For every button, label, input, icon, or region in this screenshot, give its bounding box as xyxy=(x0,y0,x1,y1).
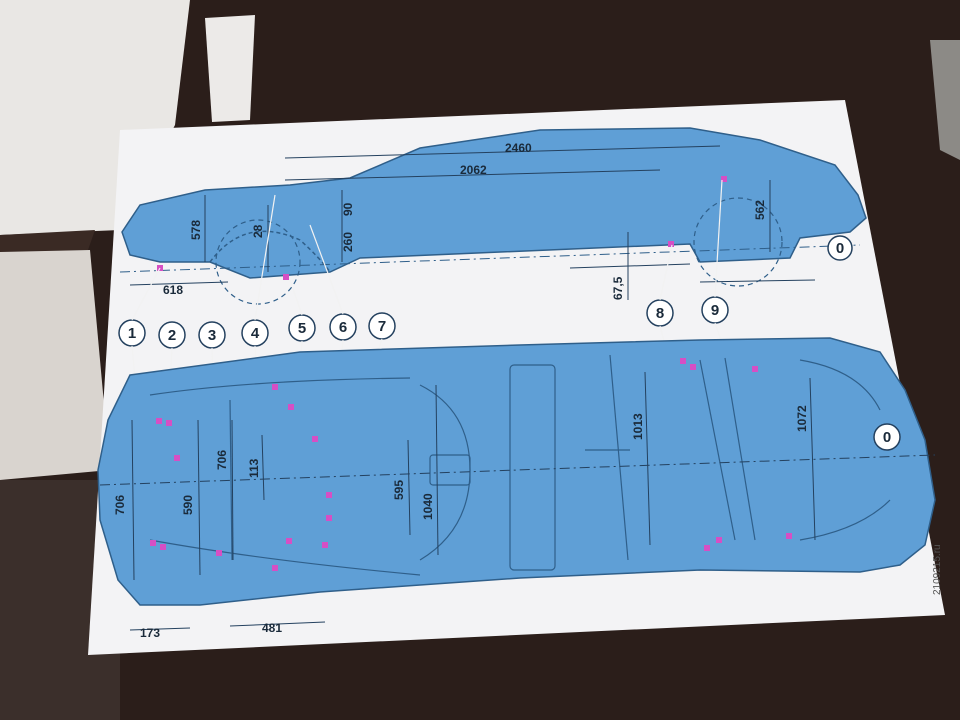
dim-line-2460 xyxy=(284,145,721,159)
callout-6-label: 6 xyxy=(339,319,347,336)
rear-wheel-outline xyxy=(693,197,783,287)
corner-object xyxy=(930,40,960,160)
ground-line-right xyxy=(699,279,816,283)
marker xyxy=(752,366,758,372)
marker xyxy=(326,492,332,498)
marker xyxy=(680,358,686,364)
underbody-dim-lines xyxy=(129,371,816,631)
callout-3-label: 3 xyxy=(208,327,216,344)
car-underbody xyxy=(97,337,936,606)
callout-2: 2 xyxy=(158,321,186,349)
dim-90: 90 xyxy=(341,202,355,216)
callout-9: 9 xyxy=(701,296,729,324)
dim-595: 595 xyxy=(392,480,406,500)
underbody-datum-label: 0 xyxy=(883,429,891,446)
callout-7-label: 7 xyxy=(378,318,386,335)
dim-260: 260 xyxy=(341,232,355,252)
callout-4-label: 4 xyxy=(251,325,260,342)
underbody-datum-marker xyxy=(873,423,901,451)
dim-67-5: 67,5 xyxy=(611,276,625,300)
dim-2062: 2062 xyxy=(460,163,487,177)
callout-3: 3 xyxy=(198,321,226,349)
side-view: 2460 2062 578 28 90 260 618 67,5 562 0 xyxy=(119,127,867,305)
callout-5: 5 xyxy=(288,314,316,342)
shelf-panel-lower xyxy=(0,250,110,480)
callouts: 1 2 3 4 5 6 7 8 9 xyxy=(118,296,729,349)
dim-113: 113 xyxy=(247,458,261,478)
dim-562: 562 xyxy=(753,200,767,220)
underbody-markers xyxy=(150,358,792,571)
watermark: 2109215.ru xyxy=(932,544,943,595)
marker xyxy=(272,384,278,390)
callout-1: 1 xyxy=(118,319,146,347)
marker xyxy=(216,550,222,556)
marker xyxy=(786,533,792,539)
callout-2-label: 2 xyxy=(168,327,176,344)
dim-590: 590 xyxy=(181,495,195,515)
car-side-body xyxy=(121,127,867,279)
marker xyxy=(322,542,328,548)
dim-481: 481 xyxy=(262,621,282,635)
dim-618: 618 xyxy=(163,283,183,297)
marker xyxy=(286,538,292,544)
dim-173: 173 xyxy=(140,626,160,640)
callout-4: 4 xyxy=(241,319,269,347)
underbody-view: 706 590 706 113 595 1040 1013 1072 173 4… xyxy=(97,337,936,640)
marker xyxy=(326,515,332,521)
side-datum-line xyxy=(119,244,861,273)
callout-8-label: 8 xyxy=(656,305,664,322)
callout-5-label: 5 xyxy=(298,320,306,337)
side-datum-label: 0 xyxy=(836,240,844,257)
marker xyxy=(283,274,289,280)
dim-578: 578 xyxy=(189,220,203,240)
dim-28: 28 xyxy=(251,224,265,238)
marker xyxy=(272,565,278,571)
dim-706-left: 706 xyxy=(113,495,127,515)
marker xyxy=(716,537,722,543)
dim-line-618 xyxy=(129,281,229,286)
dim-706-mid: 706 xyxy=(215,450,229,470)
callout-7: 7 xyxy=(368,312,396,340)
marker xyxy=(166,420,172,426)
paper-stack xyxy=(205,15,255,122)
callout-6: 6 xyxy=(329,313,357,341)
marker xyxy=(690,364,696,370)
shelf-edge xyxy=(0,230,95,252)
underbody-details xyxy=(149,354,891,576)
callout-1-label: 1 xyxy=(128,325,136,342)
dim-1072: 1072 xyxy=(795,405,809,432)
marker xyxy=(312,436,318,442)
ground-line-rear xyxy=(569,263,691,269)
marker xyxy=(150,540,156,546)
marker xyxy=(704,545,710,551)
dim-1013: 1013 xyxy=(631,413,645,440)
marker xyxy=(174,455,180,461)
marker xyxy=(721,176,727,182)
dim-2460: 2460 xyxy=(505,141,532,155)
callout-8: 8 xyxy=(646,299,674,327)
callout-9-label: 9 xyxy=(711,302,719,319)
marker xyxy=(668,241,674,247)
side-datum-marker xyxy=(827,235,853,261)
marker xyxy=(160,544,166,550)
dim-line-2062 xyxy=(284,169,661,181)
marker xyxy=(156,418,162,424)
dim-1040: 1040 xyxy=(421,493,435,520)
marker xyxy=(288,404,294,410)
